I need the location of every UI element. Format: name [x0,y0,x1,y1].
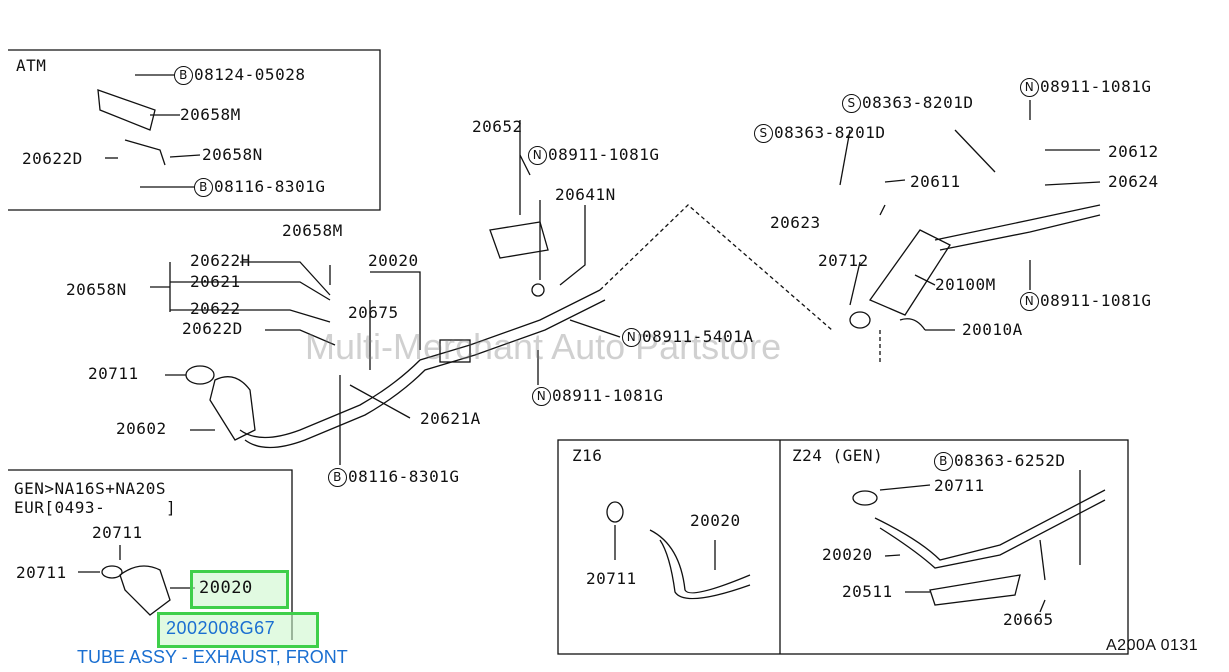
z24-part-20020: 20020 [822,545,873,564]
z16-part-20020: 20020 [690,511,741,530]
part-20612: 20612 [1108,142,1159,161]
diagram-code: A200A 0131 [1106,637,1199,654]
part-20658n: 20658N [66,280,127,299]
part-20602: 20602 [116,419,167,438]
z16-part-20711: 20711 [586,569,637,588]
z24-part-20511: 20511 [842,582,893,601]
part-20641n: 20641N [555,185,616,204]
bolt-mark: B [174,66,193,85]
gen-part-20711b: 20711 [16,563,67,582]
part-20711: 20711 [88,364,139,383]
atm-title: ATM [16,56,47,75]
part-description[interactable]: TUBE ASSY - EXHAUST, FRONT [77,647,348,667]
part-20622: 20622 [190,299,241,318]
part-20658m: 20658M [282,221,343,240]
part-number[interactable]: 2002008G67 [166,618,276,638]
part-20622h: 20622H [190,251,251,270]
part-20020: 20020 [368,251,419,270]
part-20020-highlight[interactable] [190,570,289,609]
z24-title: Z24 (GEN) [792,446,884,465]
gen-part-20020: 20020 [199,578,253,598]
gen-part-20711a: 20711 [92,523,143,542]
part-20621: 20621 [190,272,241,291]
atm-part-20658m: 20658M [180,105,241,124]
part-number-highlight[interactable] [157,612,319,648]
part-20611: 20611 [910,172,961,191]
watermark: Multi-Merchant Auto Partstore [305,326,782,367]
part-20675: 20675 [348,303,399,322]
gen-line2: EUR[0493- ] [14,498,177,517]
part-20622d: 20622D [182,319,243,338]
z16-title: Z16 [572,446,603,465]
z24-part-20665: 20665 [1003,610,1054,629]
part-20652: 20652 [472,117,523,136]
part-20712: 20712 [818,251,869,270]
gen-line1: GEN>NA16S+NA20S [14,479,166,498]
part-20623: 20623 [770,213,821,232]
part-20624: 20624 [1108,172,1159,191]
part-20010a: 20010A [962,320,1023,339]
part-20100m: 20100M [935,275,996,294]
z24-part-20711: 20711 [934,476,985,495]
atm-part-20622d: 20622D [22,149,83,168]
part-20621a: 20621A [420,409,481,428]
atm-part-20658n: 20658N [202,145,263,164]
